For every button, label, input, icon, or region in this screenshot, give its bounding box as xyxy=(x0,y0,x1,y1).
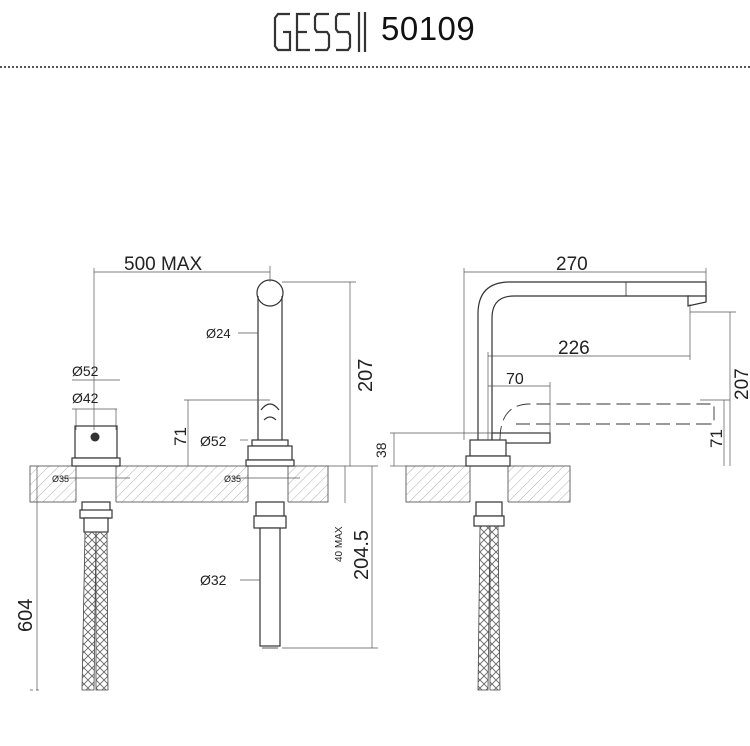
label-604: 604 xyxy=(15,599,37,632)
label-270: 270 xyxy=(556,254,588,275)
label-207-right: 207 xyxy=(732,368,750,400)
handle-assembly xyxy=(71,425,121,533)
right-dimension-lines xyxy=(390,268,736,467)
label-71-left: 71 xyxy=(171,427,190,446)
gessi-logo xyxy=(273,12,367,52)
label-handle-42: Ø42 xyxy=(72,390,99,406)
label-204-5: 204.5 xyxy=(351,530,373,580)
label-71-right: 71 xyxy=(707,429,726,448)
label-handle-52: Ø52 xyxy=(72,363,99,379)
label-hole-35-right: Ø35 xyxy=(224,474,241,484)
label-70: 70 xyxy=(506,371,524,388)
header-divider xyxy=(0,66,750,68)
tap-hoses xyxy=(477,525,501,691)
tap-profile xyxy=(465,281,715,527)
label-226: 226 xyxy=(558,338,590,359)
header: 50109 xyxy=(0,0,750,68)
label-hole-35-left: Ø35 xyxy=(52,474,69,484)
spout-column xyxy=(245,279,295,649)
handle-hoses xyxy=(81,531,109,691)
countertop-left xyxy=(29,464,329,504)
model-number: 50109 xyxy=(381,10,476,47)
label-500-max: 500 MAX xyxy=(124,254,202,275)
dimension-labels: 500 MAX Ø24 207 Ø52 Ø42 71 Ø52 Ø35 Ø35 4… xyxy=(15,254,750,632)
label-shank-32: Ø32 xyxy=(200,572,227,588)
label-base-52: Ø52 xyxy=(200,433,227,449)
label-207-left: 207 xyxy=(355,359,377,392)
left-dimension-lines xyxy=(30,266,378,691)
label-spout-diameter: Ø24 xyxy=(206,326,231,341)
countertop-right xyxy=(405,464,571,504)
label-38: 38 xyxy=(373,442,389,458)
label-40-max: 40 MAX xyxy=(334,526,345,562)
